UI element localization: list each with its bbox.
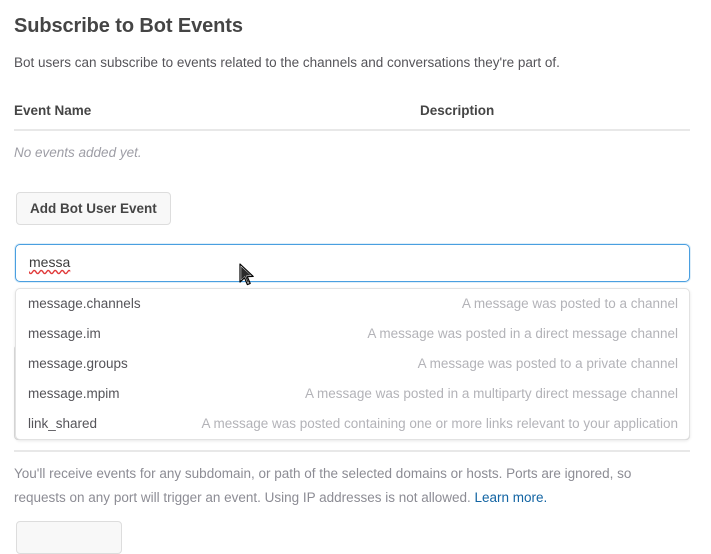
bottom-button[interactable] xyxy=(16,521,122,554)
footer-note-text: You'll receive events for any subdomain,… xyxy=(14,466,632,505)
section-divider xyxy=(14,450,690,452)
list-item[interactable]: message.im A message was posted in a dir… xyxy=(16,319,689,349)
option-name: message.mpim xyxy=(28,386,120,401)
subscribe-bot-events-page: Subscribe to Bot Events Bot users can su… xyxy=(14,15,690,554)
add-bot-user-event-label: Add Bot User Event xyxy=(30,201,157,216)
option-name: message.channels xyxy=(28,296,141,311)
learn-more-link[interactable]: Learn more. xyxy=(474,490,548,505)
list-item[interactable]: message.mpim A message was posted in a m… xyxy=(16,379,689,409)
page-description: Bot users can subscribe to events relate… xyxy=(14,55,560,70)
list-item[interactable]: link_shared A message was posted contain… xyxy=(16,409,689,439)
add-bot-user-event-button[interactable]: Add Bot User Event xyxy=(16,192,171,225)
event-search-input[interactable]: messa xyxy=(15,244,690,282)
option-description: A message was posted containing one or m… xyxy=(201,416,678,431)
option-description: A message was posted in a direct message… xyxy=(367,326,678,341)
column-header-event-name: Event Name xyxy=(14,103,92,118)
option-name: message.groups xyxy=(28,356,128,371)
empty-state-message: No events added yet. xyxy=(14,145,142,160)
page-title: Subscribe to Bot Events xyxy=(14,15,243,37)
event-suggestions-dropdown[interactable]: message.channels A message was posted to… xyxy=(15,288,690,440)
table-header-row: Event Name Description xyxy=(14,103,690,131)
events-table: Event Name Description xyxy=(14,103,690,131)
option-description: A message was posted to a private channe… xyxy=(417,356,678,371)
list-item[interactable]: message.channels A message was posted to… xyxy=(16,289,689,319)
event-search-value: messa xyxy=(29,254,71,270)
option-name: link_shared xyxy=(28,416,98,431)
footer-note: You'll receive events for any subdomain,… xyxy=(14,462,676,510)
option-description: A message was posted to a channel xyxy=(461,296,678,311)
list-item[interactable]: message.groups A message was posted to a… xyxy=(16,349,689,379)
option-name: message.im xyxy=(28,326,101,341)
column-header-description: Description xyxy=(420,103,495,118)
option-description: A message was posted in a multiparty dir… xyxy=(305,386,678,401)
